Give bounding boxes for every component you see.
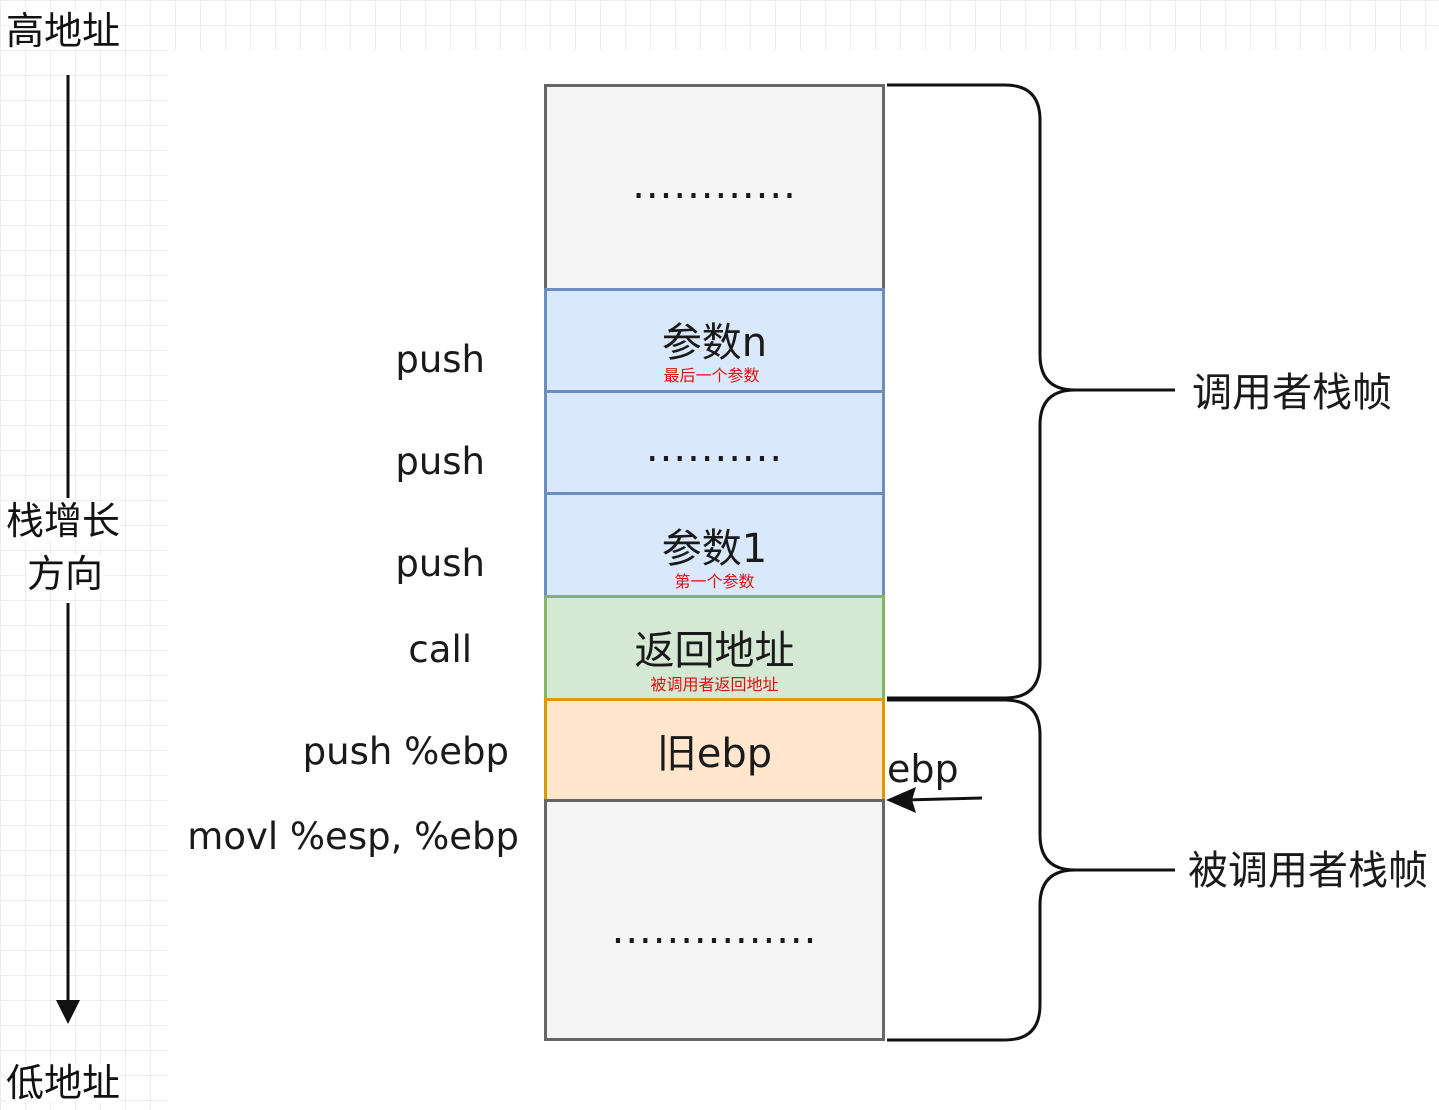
ebp-arrow-head	[886, 787, 916, 813]
caller-frame-label: 调用者栈帧	[1192, 370, 1392, 416]
ellipsis: ..........	[645, 425, 784, 471]
param-n-label: 参数n	[661, 320, 768, 366]
stack-cell-callee-lower: ...............	[544, 799, 885, 1041]
old-ebp-label: 旧ebp	[656, 731, 773, 777]
ellipsis: ...............	[611, 907, 818, 953]
caller-frame-brace	[887, 83, 1175, 700]
instruction-push-param-middle: push	[395, 440, 485, 483]
growth-direction-label-line1: 栈增长	[6, 499, 121, 543]
ebp-pointer-label: ebp	[887, 747, 959, 791]
return-address-note: 被调用者返回地址	[650, 675, 779, 694]
instruction-push-param-1: push	[395, 542, 485, 585]
param-1-note: 第一个参数	[674, 572, 755, 591]
axis-arrowhead	[56, 1000, 80, 1024]
stack-cell-param-n: 参数n 最后一个参数	[544, 288, 885, 393]
stack-cell-old-ebp: 旧ebp	[544, 698, 885, 802]
ellipsis: ............	[632, 162, 797, 208]
callee-frame-brace	[887, 698, 1175, 1042]
param-n-note: 最后一个参数	[663, 366, 760, 385]
ebp-arrow-shaft	[904, 796, 983, 802]
stack-cell-return-address: 返回地址 被调用者返回地址	[544, 595, 885, 701]
growth-direction-label-line2: 方向	[27, 552, 104, 596]
instruction-movl: movl %esp, %ebp	[187, 815, 519, 858]
return-address-label: 返回地址	[634, 628, 795, 674]
instruction-call: call	[408, 628, 472, 671]
instruction-push-param-n: push	[395, 338, 485, 381]
low-address-label: 低地址	[6, 1061, 121, 1105]
stack-cell-param-middle: ..........	[544, 390, 885, 495]
stack-cell-caller-upper: ............	[544, 84, 885, 291]
instruction-push-ebp: push %ebp	[302, 730, 509, 773]
callee-frame-label: 被调用者栈帧	[1188, 848, 1428, 894]
high-address-label: 高地址	[6, 9, 121, 53]
param-1-label: 参数1	[661, 526, 768, 572]
